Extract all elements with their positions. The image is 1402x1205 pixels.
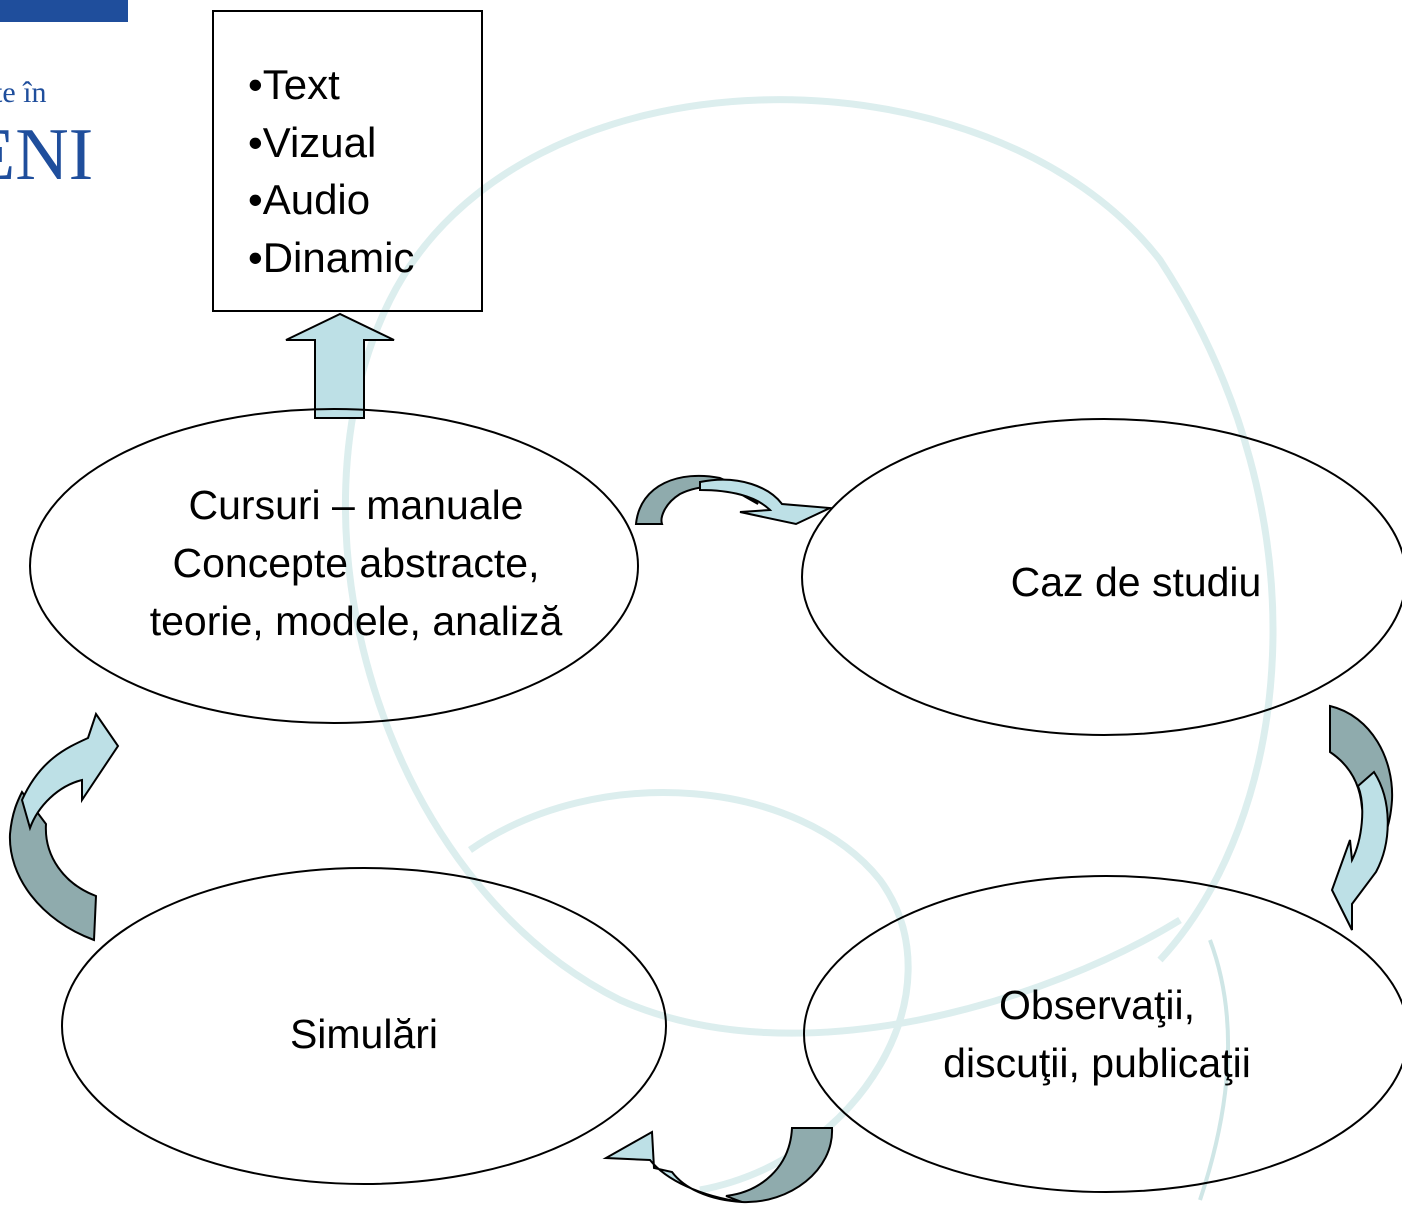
observations-line-2: discuţii, publicaţii: [943, 1040, 1251, 1086]
media-item-audio: •Audio: [248, 176, 371, 223]
node-case-study[interactable]: [801, 418, 1402, 736]
media-types-box: •Text •Vizual •Audio •Dinamic: [212, 10, 483, 312]
logo-text-small: te în: [0, 76, 47, 109]
node-simulations-label: Simulări: [289, 1011, 439, 1057]
curved-arrow-courses-to-case: [634, 474, 834, 526]
courses-line-3: teorie, modele, analiză: [149, 598, 563, 644]
observations-line-1: Observaţii,: [999, 982, 1195, 1028]
curved-arrow-simulations-to-courses: [8, 711, 120, 942]
node-simulations[interactable]: [61, 867, 667, 1185]
node-courses[interactable]: [29, 408, 639, 724]
node-courses-label: Cursuri – manuale Concepte abstracte, te…: [100, 476, 612, 650]
curved-arrow-case-to-observations: [1329, 704, 1394, 931]
logo-text-large: ENI: [0, 114, 94, 196]
media-item-dynamic: •Dinamic: [248, 233, 415, 281]
media-item-text: •Text: [248, 61, 340, 108]
node-observations[interactable]: [803, 875, 1402, 1193]
up-arrow: [285, 312, 395, 419]
media-item-visual: •Vizual: [248, 118, 377, 166]
node-case-study-label: Caz de studiu: [1010, 559, 1262, 605]
courses-line-1: Cursuri – manuale: [188, 482, 524, 528]
courses-line-2: Concepte abstracte,: [172, 540, 540, 586]
curved-arrow-observations-to-simulations: [602, 1127, 834, 1204]
logo-bar: [0, 0, 128, 22]
node-observations-label: Observaţii, discuţii, publicaţii: [882, 976, 1312, 1092]
